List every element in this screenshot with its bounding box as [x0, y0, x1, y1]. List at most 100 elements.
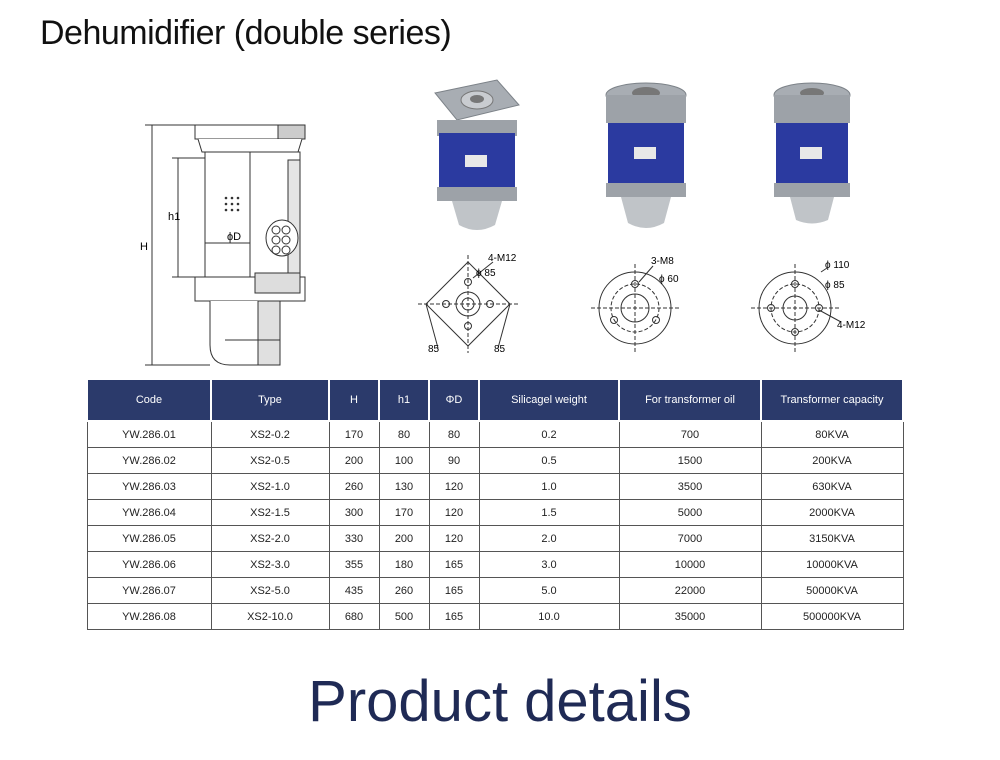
header-diameter: ΦD [428, 378, 480, 422]
table-cell: 500000KVA [760, 603, 904, 630]
flange-2-holes: 3-M8 [651, 256, 674, 267]
table-cell: 3.0 [478, 551, 620, 578]
flange-3-holes: 4-M12 [837, 320, 865, 331]
table-cell: 80 [428, 420, 480, 448]
table-cell: 120 [428, 473, 480, 500]
label-D: ϕD [227, 231, 241, 243]
table-cell: YW.286.03 [86, 473, 212, 500]
table-cell: 120 [428, 499, 480, 526]
table-cell: 700 [618, 420, 762, 448]
table-cell: 7000 [618, 525, 762, 552]
table-cell: 80 [378, 420, 430, 448]
flange-1-side-a: 85 [428, 344, 440, 355]
table-cell: YW.286.05 [86, 525, 212, 552]
table-cell: 165 [428, 551, 480, 578]
table-cell: 5.0 [478, 577, 620, 604]
header-silicagel-weight: Silicagel weight [478, 378, 620, 422]
table-cell: YW.286.08 [86, 603, 212, 630]
product-photo-square [434, 79, 520, 230]
flange-3-dia-outer: ϕ 110 [825, 260, 850, 271]
flange-1-holes: 4-M12 [488, 253, 517, 264]
table-cell: 170 [328, 420, 380, 448]
table-cell: 3150KVA [760, 525, 904, 552]
page-title: Dehumidifier (double series) [40, 14, 452, 52]
table-cell: 200 [378, 525, 430, 552]
table-cell: 170 [378, 499, 430, 526]
table-cell: 1.5 [478, 499, 620, 526]
product-photo-round-large [773, 82, 851, 224]
table-cell: 300 [328, 499, 380, 526]
table-cell: 10.0 [478, 603, 620, 630]
table-cell: 2000KVA [760, 499, 904, 526]
flange-diagram-3hole: 3-M8 ϕ 60 [591, 256, 679, 352]
header-code: Code [86, 378, 212, 422]
table-cell: 680 [328, 603, 380, 630]
table-cell: YW.286.04 [86, 499, 212, 526]
table-cell: 180 [378, 551, 430, 578]
table-cell: 500 [378, 603, 430, 630]
specification-table: Code Type H h1 ΦD Silicagel weight For t… [86, 378, 904, 630]
label-H: H [140, 241, 148, 253]
table-cell: 630KVA [760, 473, 904, 500]
table-cell: XS2-10.0 [210, 603, 330, 630]
cross-section-drawing: H h1 ϕD [140, 124, 306, 366]
table-cell: 100 [378, 447, 430, 474]
table-cell: XS2-0.5 [210, 447, 330, 474]
table-cell: 260 [328, 473, 380, 500]
table-cell: XS2-2.0 [210, 525, 330, 552]
table-header-row: Code Type H h1 ΦD Silicagel weight For t… [86, 378, 904, 422]
table-cell: YW.286.06 [86, 551, 212, 578]
flange-2-dia: ϕ 60 [659, 274, 679, 285]
table-cell: 260 [378, 577, 430, 604]
table-cell: 2.0 [478, 525, 620, 552]
header-h1: h1 [378, 378, 430, 422]
table-cell: 330 [328, 525, 380, 552]
flange-diagram-square: 4-M12 ϕ 85 85 85 [418, 253, 518, 355]
table-cell: 5000 [618, 499, 762, 526]
table-cell: 435 [328, 577, 380, 604]
table-cell: 120 [428, 525, 480, 552]
header-transformer-capacity: Transformer capacity [760, 378, 904, 422]
flange-3-dia-inner: ϕ 85 [825, 280, 845, 291]
product-photo-round-small [605, 82, 687, 228]
header-type: Type [210, 378, 330, 422]
table-cell: 22000 [618, 577, 762, 604]
table-cell: 80KVA [760, 420, 904, 448]
flange-diagram-round: ϕ 110 ϕ 85 4-M12 [751, 260, 865, 352]
table-cell: 165 [428, 577, 480, 604]
table-cell: YW.286.02 [86, 447, 212, 474]
table-cell: 35000 [618, 603, 762, 630]
header-H: H [328, 378, 380, 422]
table-cell: YW.286.07 [86, 577, 212, 604]
table-cell: XS2-0.2 [210, 420, 330, 448]
table-cell: 10000KVA [760, 551, 904, 578]
table-cell: XS2-3.0 [210, 551, 330, 578]
table-cell: 50000KVA [760, 577, 904, 604]
label-h1: h1 [168, 211, 180, 223]
table-cell: 0.5 [478, 447, 620, 474]
header-transformer-oil: For transformer oil [618, 378, 762, 422]
footer-heading: Product details [308, 669, 692, 734]
table-cell: 90 [428, 447, 480, 474]
flange-1-dia: ϕ 85 [476, 268, 496, 279]
table-cell: XS2-1.5 [210, 499, 330, 526]
table-cell: 3500 [618, 473, 762, 500]
table-cell: 1.0 [478, 473, 620, 500]
table-cell: 200 [328, 447, 380, 474]
table-cell: 165 [428, 603, 480, 630]
table-cell: 355 [328, 551, 380, 578]
table-cell: XS2-5.0 [210, 577, 330, 604]
table-cell: YW.286.01 [86, 420, 212, 448]
table-cell: XS2-1.0 [210, 473, 330, 500]
table-cell: 130 [378, 473, 430, 500]
flange-1-side-b: 85 [494, 344, 506, 355]
